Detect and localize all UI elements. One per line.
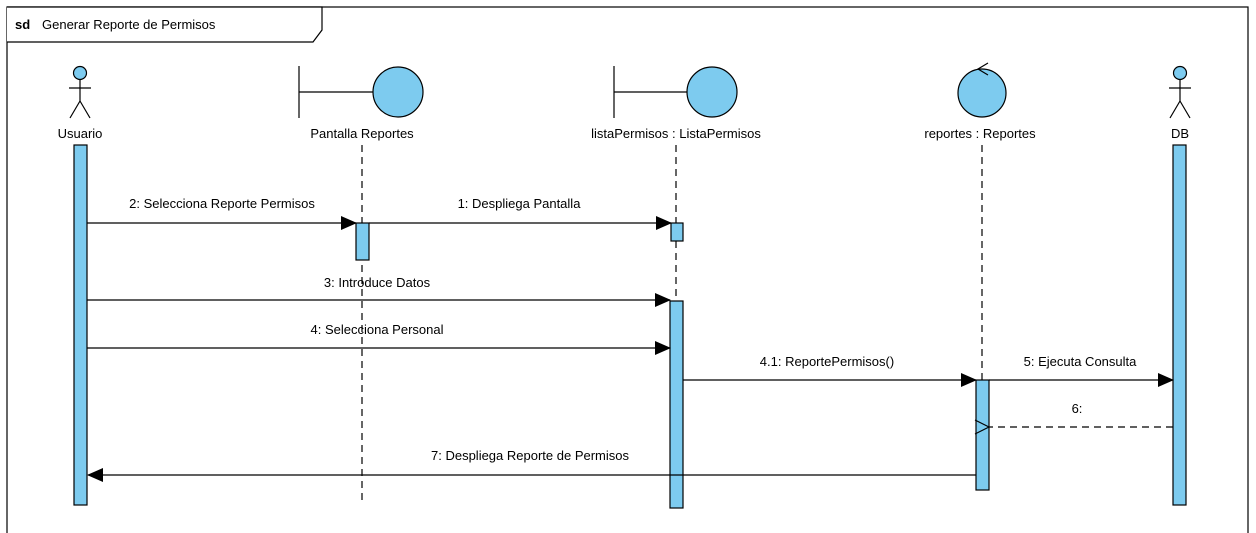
activation-bar xyxy=(669,300,684,509)
activation-bar xyxy=(355,222,370,261)
frame-tab xyxy=(7,6,323,43)
message-1[interactable]: 1: Despliega Pantalla xyxy=(369,196,672,230)
activation-bar xyxy=(1172,144,1187,506)
message-label: 7: Despliega Reporte de Permisos xyxy=(431,448,629,463)
message-5[interactable]: 5: Ejecuta Consulta xyxy=(989,354,1174,387)
lifeline-label: Usuario xyxy=(58,126,103,141)
lifeline-usuario[interactable]: Usuario xyxy=(58,65,103,506)
lifeline-label: Pantalla Reportes xyxy=(310,126,414,141)
actor-icon xyxy=(69,65,91,119)
lifeline-lista-permisos[interactable]: listaPermisos : ListaPermisos xyxy=(591,66,761,509)
lifeline-pantalla-reportes[interactable]: Pantalla Reportes xyxy=(298,66,424,505)
frame-title: Generar Reporte de Permisos xyxy=(42,17,216,32)
message-6-return[interactable]: 6: xyxy=(989,401,1173,427)
frame: sd Generar Reporte de Permisos xyxy=(6,6,1249,533)
control-icon xyxy=(957,62,1007,118)
frame-border xyxy=(6,6,1249,533)
message-2[interactable]: 2: Selecciona Reporte Permisos xyxy=(87,196,357,230)
lifeline-label: DB xyxy=(1171,126,1189,141)
message-label: 5: Ejecuta Consulta xyxy=(1024,354,1138,369)
message-label: 2: Selecciona Reporte Permisos xyxy=(129,196,315,211)
message-label: 1: Despliega Pantalla xyxy=(458,196,582,211)
message-label: 3: Introduce Datos xyxy=(324,275,431,290)
activation-bar xyxy=(670,222,684,242)
message-label: 4.1: ReportePermisos() xyxy=(760,354,894,369)
actor-icon xyxy=(1169,65,1191,119)
frame-keyword: sd xyxy=(15,17,30,32)
activation-bar xyxy=(975,379,990,491)
lifeline-label: listaPermisos : ListaPermisos xyxy=(591,126,761,141)
lifeline-db[interactable]: DB xyxy=(1169,65,1191,506)
activation-bar xyxy=(73,144,88,506)
lifeline-reportes[interactable]: reportes : Reportes xyxy=(924,62,1036,491)
message-label: 4: Selecciona Personal xyxy=(311,322,444,337)
message-3[interactable]: 3: Introduce Datos xyxy=(87,275,671,307)
message-4[interactable]: 4: Selecciona Personal xyxy=(87,322,671,355)
boundary-icon xyxy=(298,66,424,118)
lifeline-label: reportes : Reportes xyxy=(924,126,1036,141)
boundary-icon xyxy=(613,66,738,118)
message-7[interactable]: 7: Despliega Reporte de Permisos xyxy=(87,448,976,482)
message-4-1[interactable]: 4.1: ReportePermisos() xyxy=(683,354,977,387)
message-label: 6: xyxy=(1072,401,1083,416)
